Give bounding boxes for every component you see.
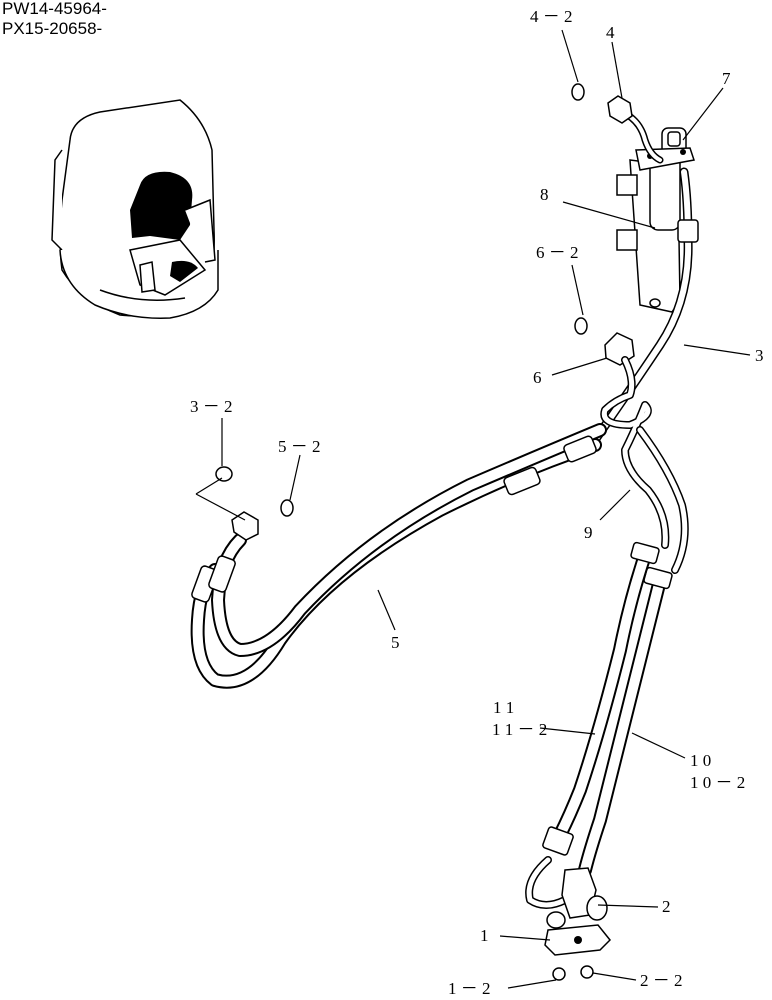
pipe-part-9 — [600, 356, 689, 574]
hose-part-11 — [542, 541, 660, 856]
o-ring-part-2-2 — [580, 965, 594, 979]
hose-part-10 — [578, 566, 673, 877]
o-ring-part-3-2 — [215, 466, 233, 482]
compressor-block-part-1 — [544, 911, 612, 956]
callout-label-5-2: 5 － 2 — [278, 437, 321, 456]
serial-range-1: PW14-45964- — [2, 0, 107, 18]
callout-label-3: 3 — [755, 346, 764, 365]
o-ring-part-4-2 — [571, 83, 585, 101]
callout-label-7: 7 — [722, 69, 731, 88]
callout-label-5: 5 — [391, 633, 400, 652]
callout-label-1: 1 — [480, 926, 489, 945]
callout-label-10-2: 1 0 － 2 — [690, 773, 745, 792]
tube-part-4 — [607, 95, 664, 164]
serial-range-2: PX15-20658- — [2, 19, 103, 38]
callout-label-3-2: 3 － 2 — [190, 397, 233, 416]
o-ring-part-5-2 — [280, 499, 294, 517]
callout-label-6: 6 — [533, 368, 542, 387]
callout-label-11-2: 1 1 － 2 — [492, 720, 547, 739]
leader-lines — [195, 29, 751, 989]
callout-label-4: 4 — [606, 23, 615, 42]
fitting-part-6 — [604, 332, 635, 366]
callout-label-8: 8 — [540, 185, 549, 204]
machine-locator-illustration — [51, 99, 219, 319]
hose-part-5 — [190, 423, 607, 689]
callout-label-11: 1 1 — [493, 698, 514, 717]
callout-label-2-2: 2 － 2 — [640, 971, 683, 990]
manifold-part-2 — [525, 856, 608, 921]
callout-label-1-2: 1 － 2 — [448, 979, 491, 998]
callout-label-2: 2 — [662, 897, 671, 916]
callout-label-6-2: 6 － 2 — [536, 243, 579, 262]
callout-label-10: 1 0 — [690, 751, 711, 770]
o-ring-part-6-2 — [574, 317, 588, 335]
callout-label-4-2: 4 － 2 — [530, 7, 573, 26]
o-ring-part-1-2 — [552, 967, 566, 981]
callout-label-9: 9 — [584, 523, 593, 542]
